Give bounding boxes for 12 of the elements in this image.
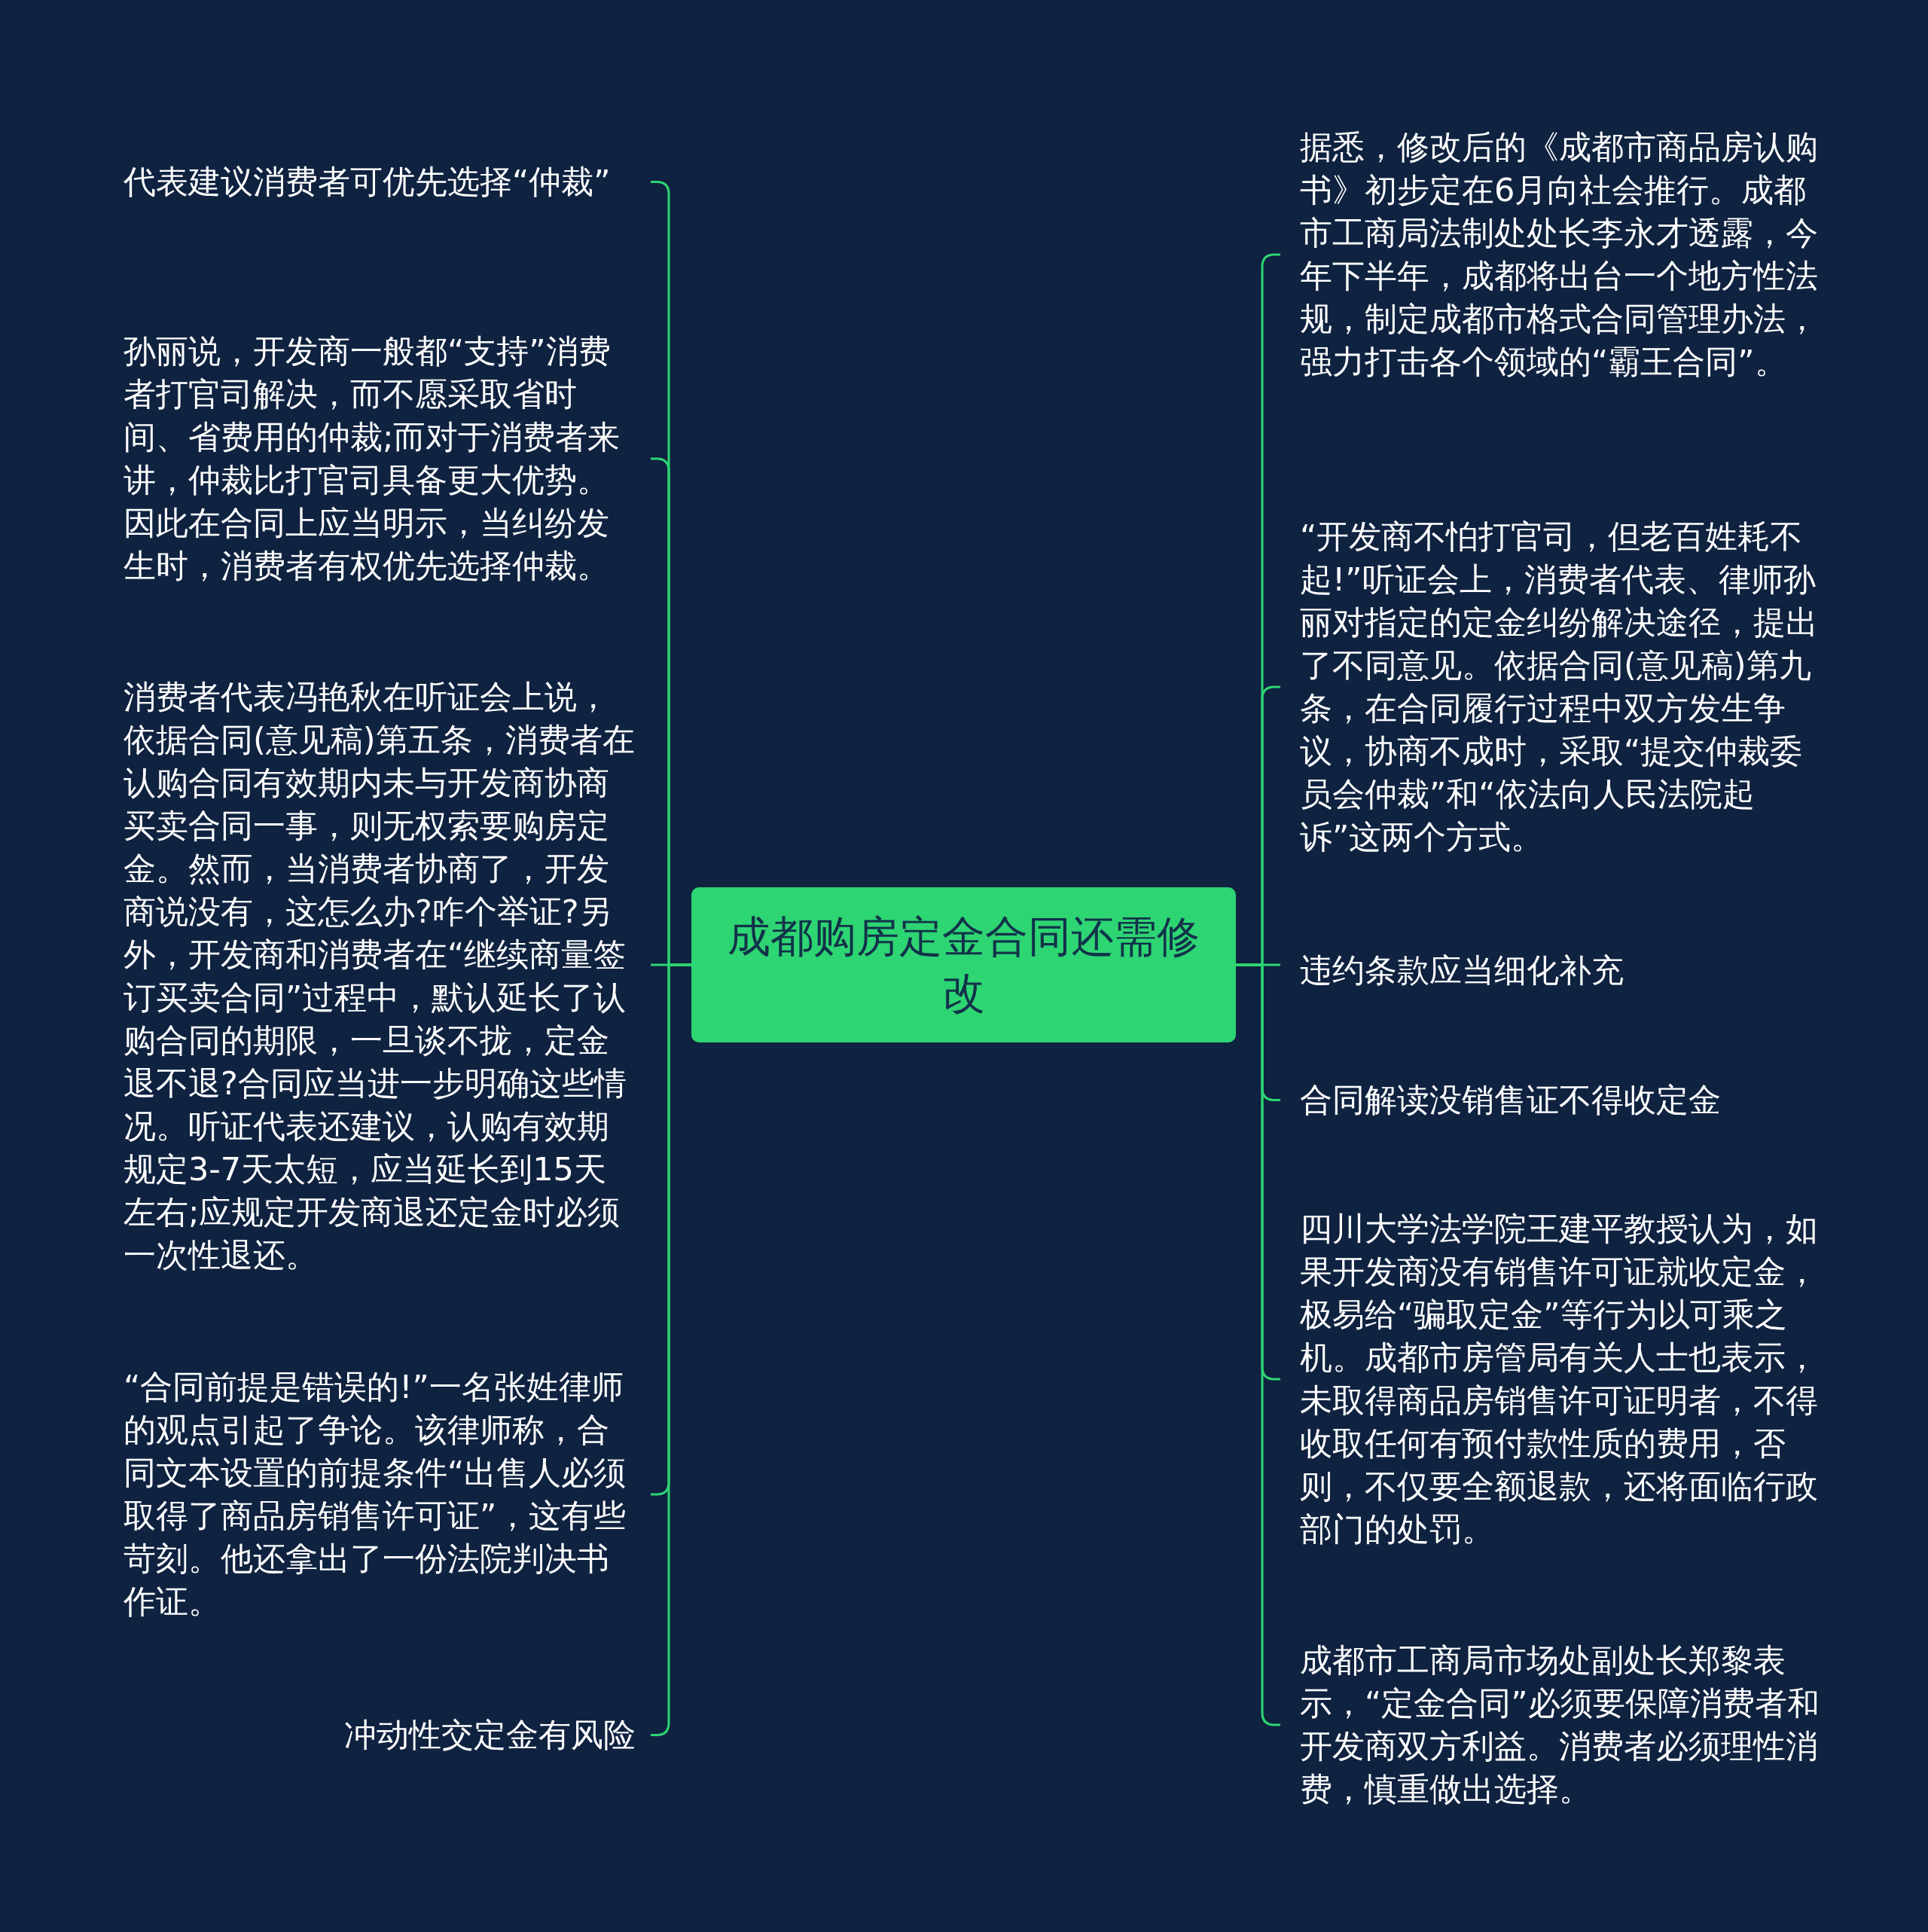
topic-text: 孙丽说，开发商一般都“支持”消费者打官司解决，而不愿采取省时间、省费用的仲裁;而对于消费者来讲，仲裁比打官司具备更大优势。因此在合同上应当明示，当纠纷发生时，消费者有权优先选择仲裁。	[124, 330, 651, 588]
topic-text: 据悉，修改后的《成都市商品房认购书》初步定在6月向社会推行。成都市工商局法制处处长李永才透露，今年下半年，成都将出台一个地方性法规，制定成都市格式合同管理办法，强力打击各个领域的“霸王合同”。	[1280, 126, 1823, 383]
topic-text: 违约条款应当细化补充	[1280, 949, 1823, 992]
topic-text: 冲动性交定金有风险	[124, 1714, 651, 1757]
topic-text: “开发商不怕打官司，但老百姓耗不起!”听证会上，消费者代表、律师孙丽对指定的定金纠纷解决途径，提出了不同意见。依据合同(意见稿)第九条，在合同履行过程中双方发生争议，协商不成时，采取“提交仲裁委员会仲裁”和“依法向人民法院起诉”这两个方式。	[1280, 515, 1823, 859]
topic-text: 四川大学法学院王建平教授认为，如果开发商没有销售许可证就收定金，极易给“骗取定金”等行为以可乘之机。成都市房管局有关人士也表示，未取得商品房销售许可证明者，不得收取任何有预付款性质的费用，否则，不仅要全额退款，还将面临行政部门的处罚。	[1280, 1207, 1823, 1551]
topic-text: 合同解读没销售证不得收定金	[1280, 1079, 1823, 1122]
topic-text: 消费者代表冯艳秋在听证会上说，依据合同(意见稿)第五条，消费者在认购合同有效期内未与开发商协商买卖合同一事，则无权索要购房定金。然而，当消费者协商了，开发商说没有，这怎么办?咋个举证?另外，开发商和消费者在“继续商量签订买卖合同”过程中，默认延长了认购合同的期限，一旦谈不拢，定金退不退?合同应当进一步明确这些情况。听证代表还建议，认购有效期规定3-7天太短，应当延长到15天左右;应规定开发商退还定金时必须一次性退还。	[124, 676, 651, 1277]
topic-text: 成都市工商局市场处副处长郑黎表示，“定金合同”必须要保障消费者和开发商双方利益。消费者必须理性消费，慎重做出选择。	[1280, 1639, 1823, 1811]
topic-text: 代表建议消费者可优先选择“仲裁”	[124, 160, 651, 203]
topic-text: “合同前提是错误的!”一名张姓律师的观点引起了争论。该律师称，合同文本设置的前提条件“出售人必须取得了商品房销售许可证”，这有些苛刻。他还拿出了一份法院判决书作证。	[124, 1366, 651, 1623]
central-topic-box: 成都购房定金合同还需修改	[691, 887, 1236, 1042]
